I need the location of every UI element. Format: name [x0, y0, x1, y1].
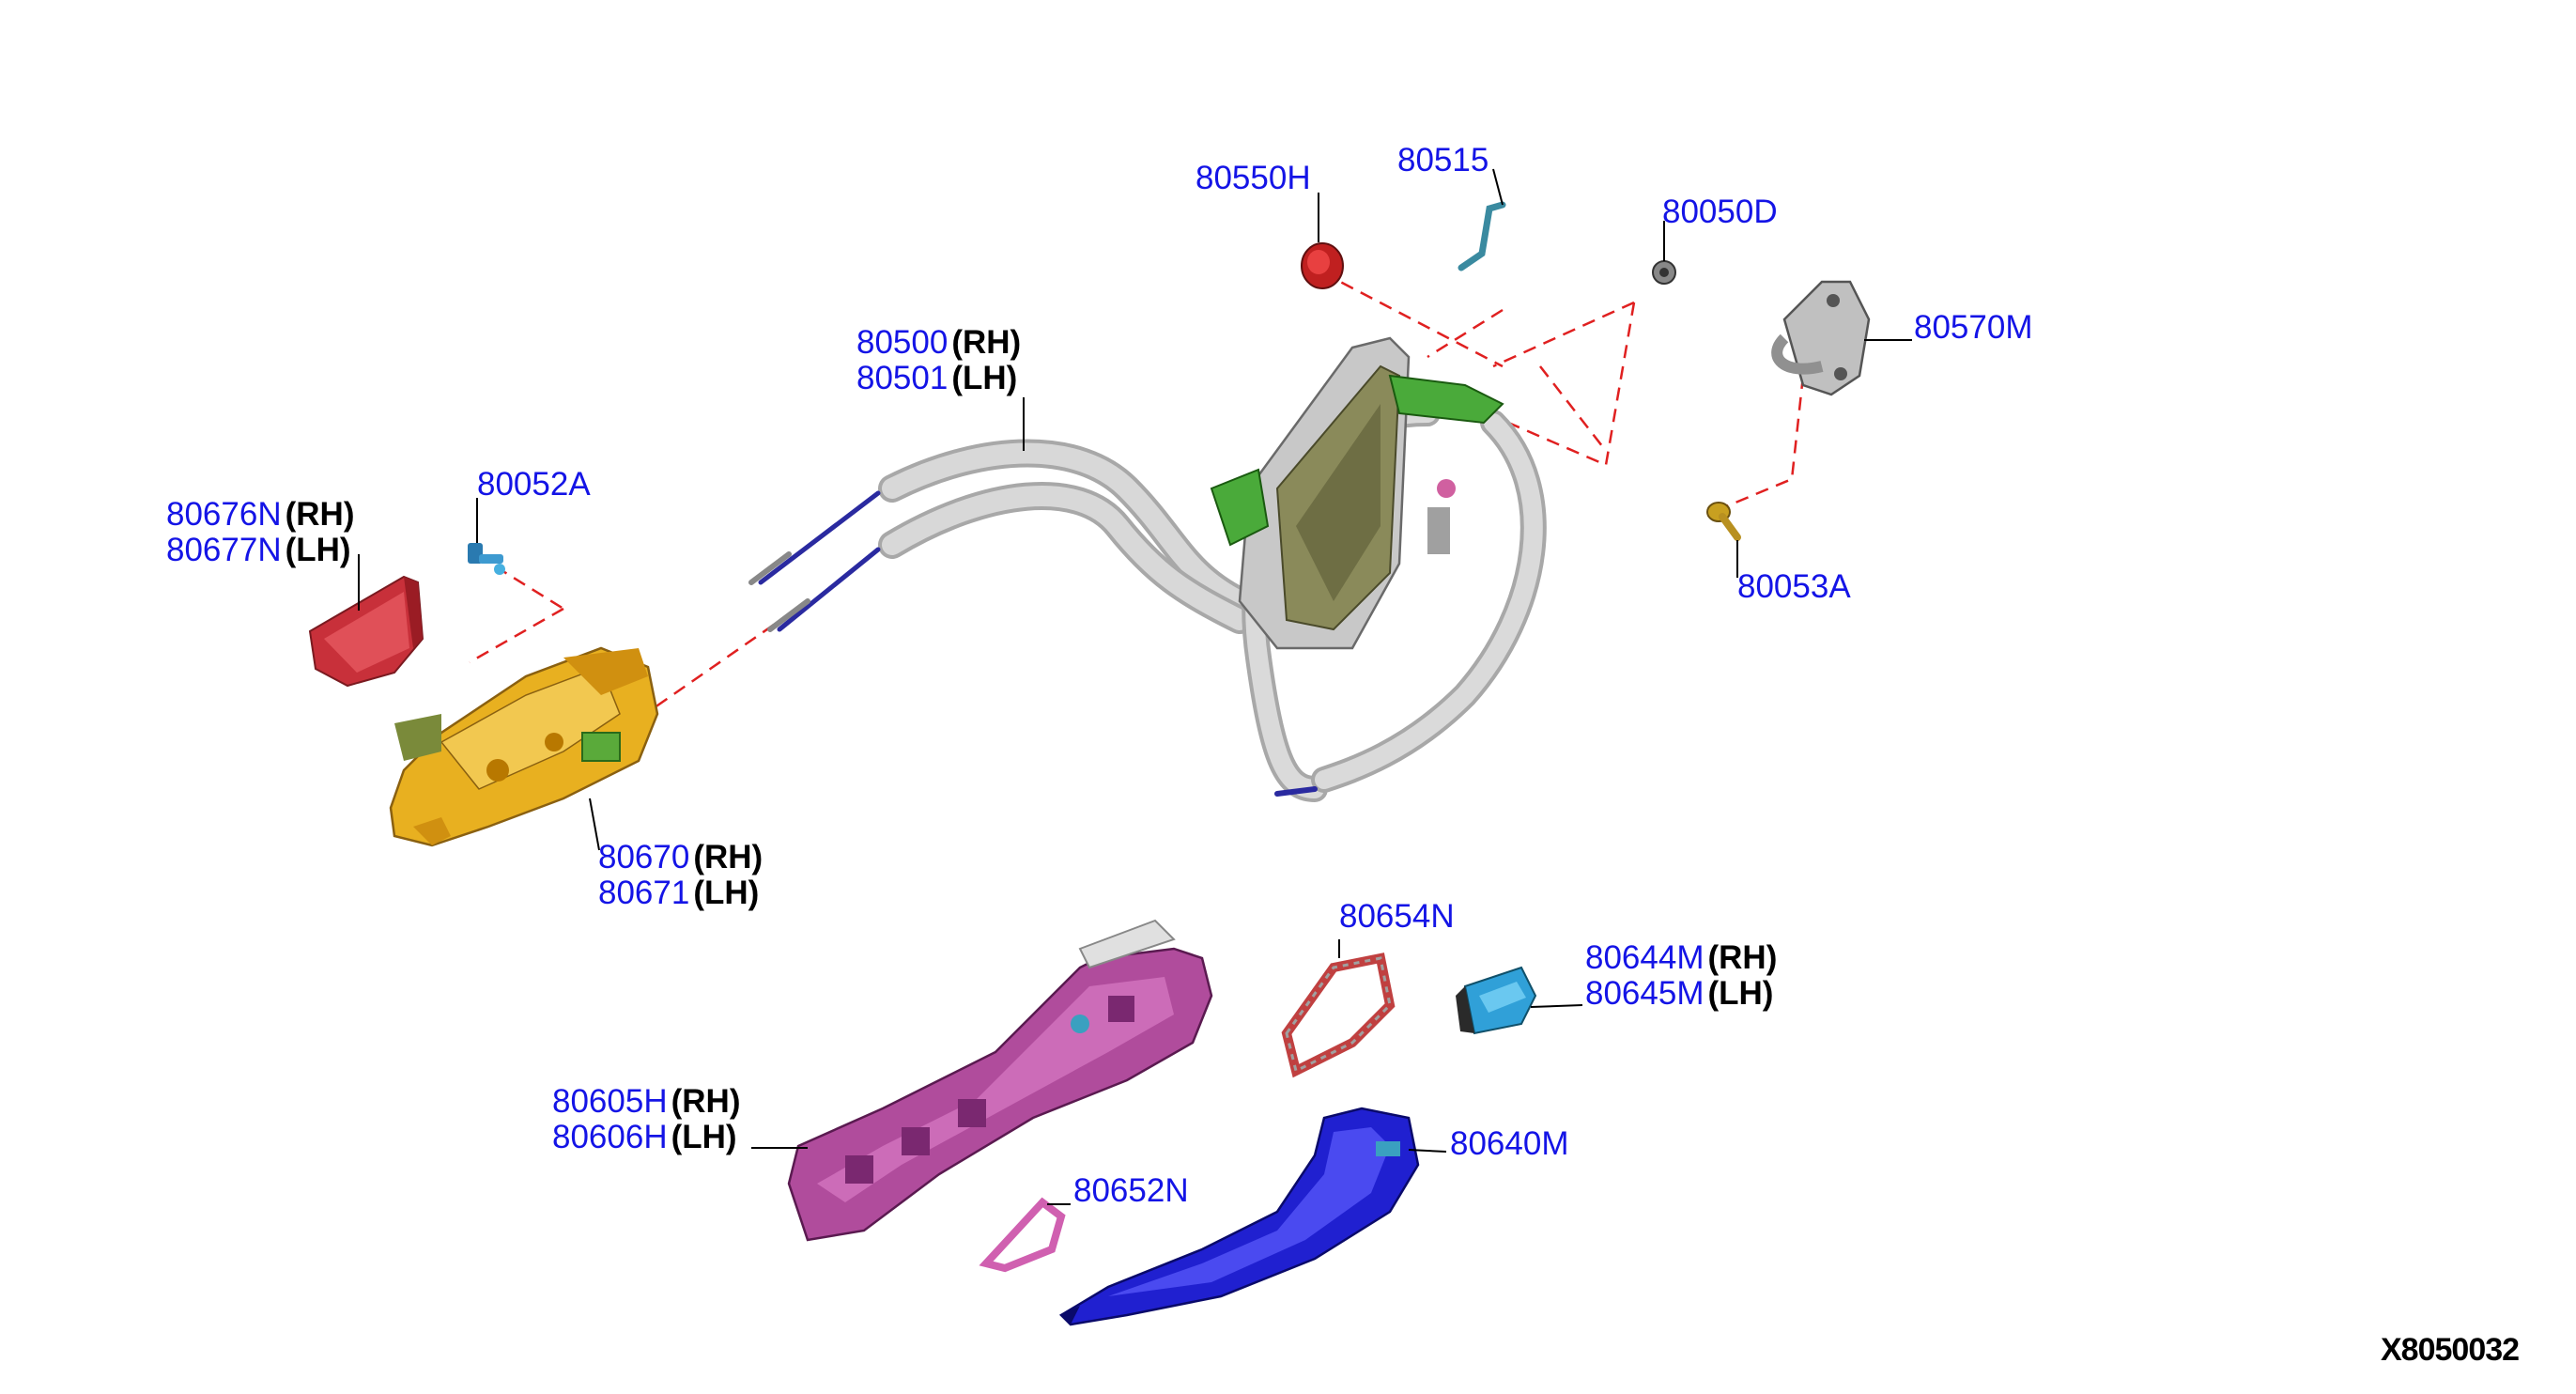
callout-80605H-80606H[interactable]: 80605H(RH) 80606H(LH)	[552, 1085, 740, 1156]
side-tag: (RH)	[285, 496, 355, 533]
part-number: 80500	[856, 324, 949, 361]
callout-row-rh: 80500(RH)	[856, 326, 1021, 362]
callout-row-lh: 80606H(LH)	[552, 1121, 740, 1156]
side-tag: (RH)	[693, 839, 764, 875]
end-cap-part	[1456, 966, 1537, 1035]
callout-80676N-80677N[interactable]: 80676N(RH) 80677N(LH)	[166, 498, 354, 569]
callout-80640M[interactable]: 80640M	[1450, 1127, 1568, 1160]
callout-80570M[interactable]: 80570M	[1914, 311, 2032, 344]
gasket-rear-part	[979, 1197, 1066, 1273]
callout-80652N[interactable]: 80652N	[1073, 1174, 1189, 1207]
side-tag: (LH)	[671, 1119, 737, 1155]
side-tag: (LH)	[285, 532, 351, 568]
part-number: 80052A	[477, 466, 591, 503]
side-tag: (RH)	[1707, 939, 1778, 976]
callout-80670-80671[interactable]: 80670(RH) 80671(LH)	[598, 841, 763, 912]
lock-actuator-part	[1210, 336, 1504, 650]
striker-part	[1771, 280, 1871, 396]
part-number: 80050D	[1662, 194, 1778, 230]
part-number: 80605H	[552, 1083, 668, 1120]
leader-lines	[358, 168, 1912, 1205]
alignment-line	[1321, 271, 1504, 368]
part-number: 80515	[1397, 142, 1489, 178]
door-handle-cover-part	[308, 575, 424, 688]
callout-80654N[interactable]: 80654N	[1339, 900, 1455, 933]
callout-row-rh: 80644M(RH)	[1585, 941, 1777, 977]
part-number: 80670	[598, 839, 690, 875]
leader-line	[589, 798, 600, 851]
callout-row-lh: 80677N(LH)	[166, 534, 354, 569]
alignment-line	[638, 599, 809, 720]
part-number: 80570M	[1914, 309, 2033, 346]
grommet-part	[1301, 242, 1344, 289]
side-tag: (LH)	[1707, 975, 1774, 1012]
callout-row-lh: 80645M(LH)	[1585, 977, 1777, 1013]
callout-row-rh: 80676N(RH)	[166, 498, 354, 534]
part-number: 80654N	[1339, 898, 1455, 935]
part-number: 80676N	[166, 496, 282, 533]
alignment-line	[1427, 308, 1504, 359]
outer-handle-part	[1058, 1107, 1420, 1326]
screw-part	[1652, 260, 1676, 285]
leader-line	[1408, 1149, 1447, 1153]
bowden-cables-part	[748, 439, 1254, 634]
part-number: 80550H	[1195, 160, 1311, 196]
side-tag: (RH)	[951, 324, 1022, 361]
callout-row-lh: 80671(LH)	[598, 876, 763, 912]
callout-80052A[interactable]: 80052A	[477, 468, 591, 501]
callout-80050D[interactable]: 80050D	[1662, 195, 1778, 228]
rod-part	[1458, 201, 1506, 271]
part-number: 80640M	[1450, 1125, 1569, 1162]
part-number: 80606H	[552, 1119, 668, 1155]
leader-line	[1530, 1004, 1583, 1008]
part-number: 80645M	[1585, 975, 1704, 1012]
part-number: 80652N	[1073, 1172, 1189, 1209]
gasket-front-part	[1281, 953, 1396, 1078]
callout-row-rh: 80605H(RH)	[552, 1085, 740, 1121]
alignment-line	[1539, 365, 1607, 452]
part-number: 80677N	[166, 532, 282, 568]
callout-80515[interactable]: 80515	[1397, 144, 1489, 177]
part-number: 80501	[856, 360, 949, 396]
handle-bracket-part	[389, 646, 659, 847]
alignment-line	[1492, 301, 1635, 368]
side-tag: (LH)	[951, 360, 1018, 396]
side-tag: (LH)	[693, 875, 760, 911]
bolt-part	[1706, 502, 1741, 541]
callout-row-lh: 80501(LH)	[856, 362, 1021, 397]
part-number: 80671	[598, 875, 690, 911]
callout-80500-80501[interactable]: 80500(RH) 80501(LH)	[856, 326, 1021, 397]
alignment-line	[469, 607, 564, 664]
callout-80550H[interactable]: 80550H	[1195, 162, 1311, 194]
callout-row-rh: 80670(RH)	[598, 841, 763, 876]
callout-80644M-80645M[interactable]: 80644M(RH) 80645M(LH)	[1585, 941, 1777, 1013]
handle-carrier-part	[787, 919, 1213, 1242]
part-number: 80644M	[1585, 939, 1704, 976]
alignment-line	[1723, 375, 1805, 509]
side-tag: (RH)	[671, 1083, 741, 1120]
alignment-line	[476, 553, 564, 611]
bolt-part	[468, 543, 505, 575]
alignment-line	[1464, 302, 1636, 467]
leader-line	[1492, 168, 1504, 206]
callout-80053A[interactable]: 80053A	[1737, 570, 1851, 603]
figure-id: X8050032	[2381, 1332, 2520, 1368]
part-number: 80053A	[1737, 568, 1851, 605]
